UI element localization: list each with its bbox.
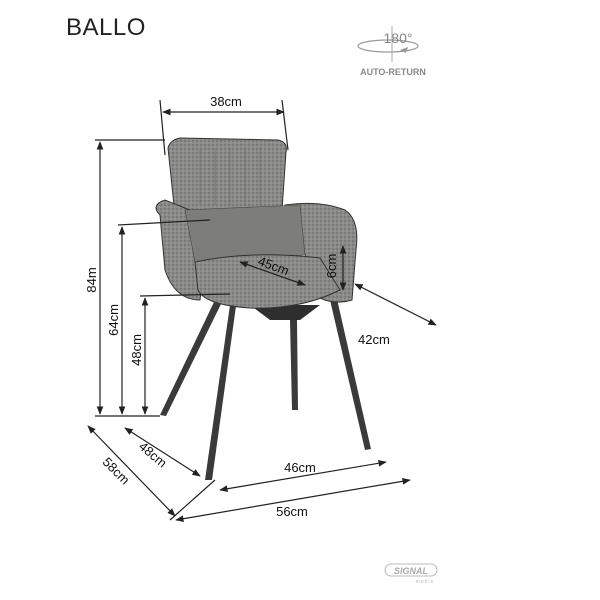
product-title: BALLO bbox=[66, 14, 146, 41]
armrest-height-label: 64cm bbox=[106, 304, 121, 336]
base-width-label: 46cm bbox=[284, 460, 316, 475]
total-width-label: 56cm bbox=[276, 504, 308, 519]
total-height-label: 84m bbox=[84, 267, 99, 292]
total-depth-label: 58cm bbox=[100, 454, 133, 487]
brand-name: SIGNAL bbox=[394, 566, 428, 576]
seat-height-label: 48cm bbox=[129, 334, 144, 366]
seat-width-label: 42cm bbox=[358, 332, 390, 347]
rotation-180-icon: 180° AUTO-RETURN bbox=[357, 26, 426, 77]
auto-return-label: AUTO-RETURN bbox=[360, 67, 426, 77]
back-width-label: 38cm bbox=[210, 94, 242, 109]
base-depth-label: 48cm bbox=[136, 439, 170, 471]
rotation-angle: 180° bbox=[384, 30, 413, 46]
signal-logo: SIGNAL meble bbox=[384, 563, 438, 585]
chair-illustration bbox=[155, 137, 371, 480]
brand-sub: meble bbox=[416, 579, 435, 585]
seat-thickness-label: 6cm bbox=[324, 254, 339, 279]
dimension-lines bbox=[87, 99, 437, 523]
